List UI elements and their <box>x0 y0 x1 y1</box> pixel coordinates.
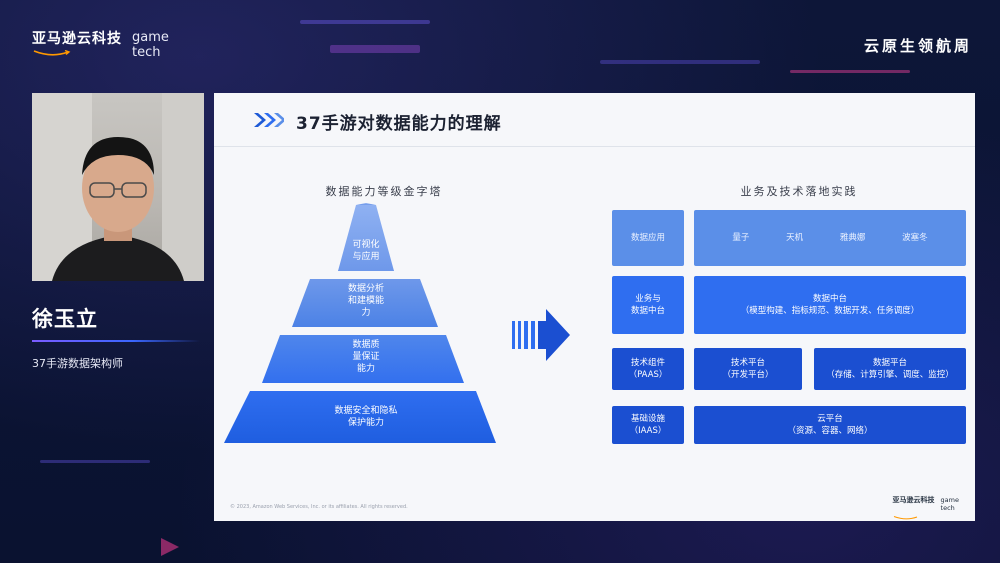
practice-title: 业务及技术落地实践 <box>740 185 858 198</box>
bg-streak <box>600 60 760 64</box>
app-liangzi: 量子 <box>732 233 750 243</box>
pyramid-level-1-top <box>338 205 394 271</box>
speaker-video <box>32 93 204 281</box>
bg-streak <box>40 460 150 463</box>
app-tianji: 天机 <box>786 233 804 243</box>
row2-label: 业务与数据中台 <box>612 276 684 334</box>
pyramid-level-2 <box>292 279 438 327</box>
pyramid-level-4-label: 数据安全和隐私保护能力 <box>334 406 398 428</box>
slide-header: 37手游对数据能力的理解 <box>214 93 975 147</box>
brand-game-line2: tech <box>132 45 161 60</box>
pyramid-level-3 <box>262 335 464 383</box>
brand-name-cn: 亚马逊云科技 <box>32 31 122 47</box>
row4-label: 基础设施（IAAS） <box>612 406 684 444</box>
row4-main: 云平台（资源、容器、网络） <box>694 406 966 444</box>
pyramid-level-4 <box>224 391 496 443</box>
app-poseidon: 波塞冬 <box>902 233 928 243</box>
pyramid-title: 数据能力等级金字塔 <box>325 185 443 198</box>
event-title: 云原生领航周 <box>863 37 972 55</box>
bg-streak <box>790 70 910 73</box>
slide-title: 37手游对数据能力的理解 <box>296 114 502 134</box>
speaker-figure <box>32 93 204 281</box>
pyramid-level-1-tip <box>356 203 376 205</box>
app-athena: 雅典娜 <box>839 233 866 243</box>
amazon-smile-icon <box>893 516 917 520</box>
brand-logo: 亚马逊云科技 game tech <box>32 30 169 60</box>
row1-apps: 量子 天机 雅典娜 波塞冬 <box>694 210 966 266</box>
row3-label: 技术组件（PAAS） <box>612 348 684 390</box>
bg-streak <box>330 45 420 53</box>
row3-data-platform: 数据平台（存储、计算引擎、调度、监控） <box>814 348 966 390</box>
striped-arrow-right-icon <box>512 309 570 361</box>
play-decoration-icon <box>161 538 179 556</box>
pyramid-diagram <box>224 203 496 443</box>
row3-tech-platform: 技术平台（开发平台） <box>694 348 802 390</box>
chevron-double-right-icon <box>254 113 284 127</box>
speaker-name: 徐玉立 <box>32 307 98 331</box>
slide-brand-logo: 亚马逊云科技 game tech <box>893 496 959 521</box>
copyright-text: © 2023, Amazon Web Services, Inc. or its… <box>230 504 408 510</box>
brand-game-line1: game <box>132 30 169 45</box>
speaker-role: 37手游数据架构师 <box>32 357 123 370</box>
pyramid-level-2-label: 数据分析和建模能力 <box>347 284 384 318</box>
row2-main: 数据中台（模型构建、指标规范、数据开发、任务调度） <box>694 276 966 334</box>
bg-streak <box>300 20 430 24</box>
speaker-divider <box>32 340 200 342</box>
pyramid-level-1-label: 可视化与应用 <box>352 240 380 262</box>
pyramid-level-3-label: 数据质量保证能力 <box>352 340 380 374</box>
amazon-smile-icon <box>33 50 71 56</box>
row1-label: 数据应用 <box>612 210 684 266</box>
presentation-slide: 37手游对数据能力的理解 数据能力等级金字塔 可视化与应用 数据分析和建模能力 … <box>214 93 975 521</box>
